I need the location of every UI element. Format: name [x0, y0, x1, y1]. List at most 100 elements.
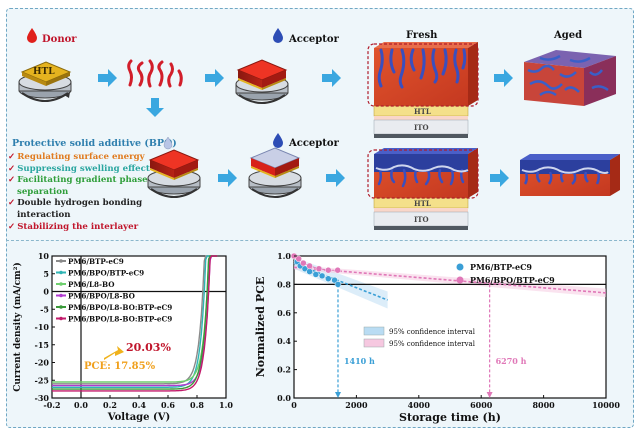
- htl-device-label: HTL: [33, 67, 55, 77]
- t80-label: 1410 h: [344, 356, 375, 366]
- data-point: [312, 271, 320, 278]
- data-point: [325, 266, 332, 274]
- pce-high: 20.03%: [126, 341, 171, 354]
- fresh-device-stack-bottom: [373, 148, 478, 230]
- checklist-item: ✓Suppressing swelling effect: [8, 164, 150, 174]
- donor-chains-illustration: [127, 59, 183, 88]
- x-axis-label: Storage time (h): [399, 411, 501, 424]
- htl-label-top: HTL: [414, 107, 431, 116]
- x-tick-label: 0.4: [132, 400, 146, 410]
- checklist-text: interaction: [17, 210, 71, 220]
- x-tick-label: 0.0: [74, 400, 88, 410]
- arrow-right-icon: [98, 69, 117, 87]
- check-icon: ✓: [8, 221, 16, 232]
- y-tick-label: -5: [40, 304, 49, 314]
- y-tick-label: 5: [43, 269, 49, 279]
- legend-marker: [59, 282, 63, 286]
- spin-coater-donor: [235, 59, 289, 104]
- series-line: [52, 255, 218, 388]
- x-tick-label: 0.8: [190, 400, 204, 410]
- y-tick-label: -30: [35, 393, 50, 403]
- fresh-device-stack-top: [373, 42, 478, 138]
- schematic: HTL Donor Acceptor Fresh: [12, 28, 620, 230]
- check-icon: ✓: [8, 152, 16, 162]
- donor-drop-icon: [27, 28, 37, 43]
- pce-arrow-icon: [104, 346, 124, 360]
- panel-divider: [6, 240, 632, 241]
- legend-label: PM6/BTP-eC9: [470, 262, 532, 272]
- highlight-box: [367, 43, 479, 107]
- legend-marker: [456, 276, 464, 284]
- x-tick-label: 1.0: [219, 400, 233, 410]
- y-tick-label: 0.0: [277, 393, 291, 403]
- legend-label: PM6/BPO/L8-BO: [68, 292, 135, 301]
- x-tick-label: 2000: [345, 400, 368, 410]
- checklist-item: separation: [8, 187, 68, 197]
- highlight-box: [367, 149, 479, 199]
- ci-legend-label: 95% confidence interval: [389, 328, 476, 336]
- x-tick-label: 6000: [470, 400, 493, 410]
- checklist-text: Regulating surface energy: [17, 152, 145, 162]
- bpo-title: Protective solid additive (BPO): [12, 138, 177, 149]
- data-point: [295, 255, 302, 263]
- arrow-right-icon: [490, 169, 509, 187]
- x-tick-label: 0.6: [161, 400, 175, 410]
- checklist-text: Facilitating gradient phase: [17, 175, 148, 186]
- legend-label: PM6/BPO/L8-BO:BTP-eC9: [68, 315, 172, 324]
- ci-legend-swatch: [363, 338, 385, 348]
- fresh-label: Fresh: [406, 30, 438, 41]
- data-point: [325, 275, 332, 282]
- legend-label: PM6/BPO/BTP-eC9: [68, 269, 144, 278]
- y-tick-label: 1.0: [277, 251, 291, 261]
- checklist-text: Suppressing swelling effect: [17, 163, 150, 174]
- x-axis-label: Voltage (V): [107, 412, 170, 423]
- y-tick-label: -10: [35, 322, 50, 332]
- donor-label: Donor: [42, 34, 77, 45]
- acceptor-drop-icon: [273, 28, 283, 43]
- arrow-right-icon: [494, 69, 513, 87]
- y-tick-label: 0: [43, 287, 49, 297]
- arrow-right-icon: [205, 69, 224, 87]
- t80-label: 6270 h: [496, 356, 527, 366]
- checklist-item: ✓Double hydrogen bonding: [8, 198, 142, 208]
- legend-marker: [59, 316, 63, 321]
- arrow-right-icon: [218, 169, 237, 187]
- x-tick-label: 0.2: [103, 400, 117, 410]
- acceptor-label-top: Acceptor: [288, 34, 340, 45]
- acceptor-label-bottom: Acceptor: [288, 138, 340, 149]
- y-tick-label: 0.2: [277, 365, 291, 375]
- legend-label: PM6/BTP-eC9: [68, 257, 124, 266]
- checklist-item: ✓Regulating surface energy: [8, 152, 145, 162]
- y-tick-label: 0.8: [277, 279, 291, 289]
- fit-line: [293, 266, 607, 294]
- series-line: [52, 255, 218, 387]
- y-tick-label: 10: [38, 251, 50, 261]
- ci-legend-swatch: [363, 326, 385, 336]
- spin-coater-substrate: [18, 61, 72, 102]
- check-icon: ✓: [8, 175, 16, 186]
- legend-marker: [59, 259, 63, 263]
- x-tick-label: -0.2: [43, 400, 60, 410]
- data-point: [306, 262, 313, 270]
- arrow-down-icon: [146, 98, 164, 117]
- ito-label-top: ITO: [414, 123, 429, 132]
- series-line: [52, 255, 218, 385]
- bpo-drop-icon: [163, 136, 173, 150]
- arrow-right-icon: [326, 169, 345, 187]
- legend-marker: [59, 305, 63, 309]
- aged-label: Aged: [553, 30, 582, 41]
- confidence-band: [294, 265, 606, 298]
- legend-marker: [456, 263, 464, 271]
- data-point: [306, 268, 313, 275]
- legend-label: PM6/BPO/L8-BO:BTP-eC9: [68, 303, 172, 312]
- spin-coater-bpo: [147, 149, 201, 198]
- data-point: [300, 259, 307, 267]
- check-icon: ✓: [8, 198, 16, 209]
- y-axis-label: Current density (mA/cm²): [12, 262, 23, 392]
- x-tick-label: 8000: [532, 400, 555, 410]
- x-tick-label: 10000: [592, 400, 620, 410]
- checklist-item: interaction: [8, 210, 71, 220]
- pce-low: PCE: 17.85%: [84, 361, 156, 372]
